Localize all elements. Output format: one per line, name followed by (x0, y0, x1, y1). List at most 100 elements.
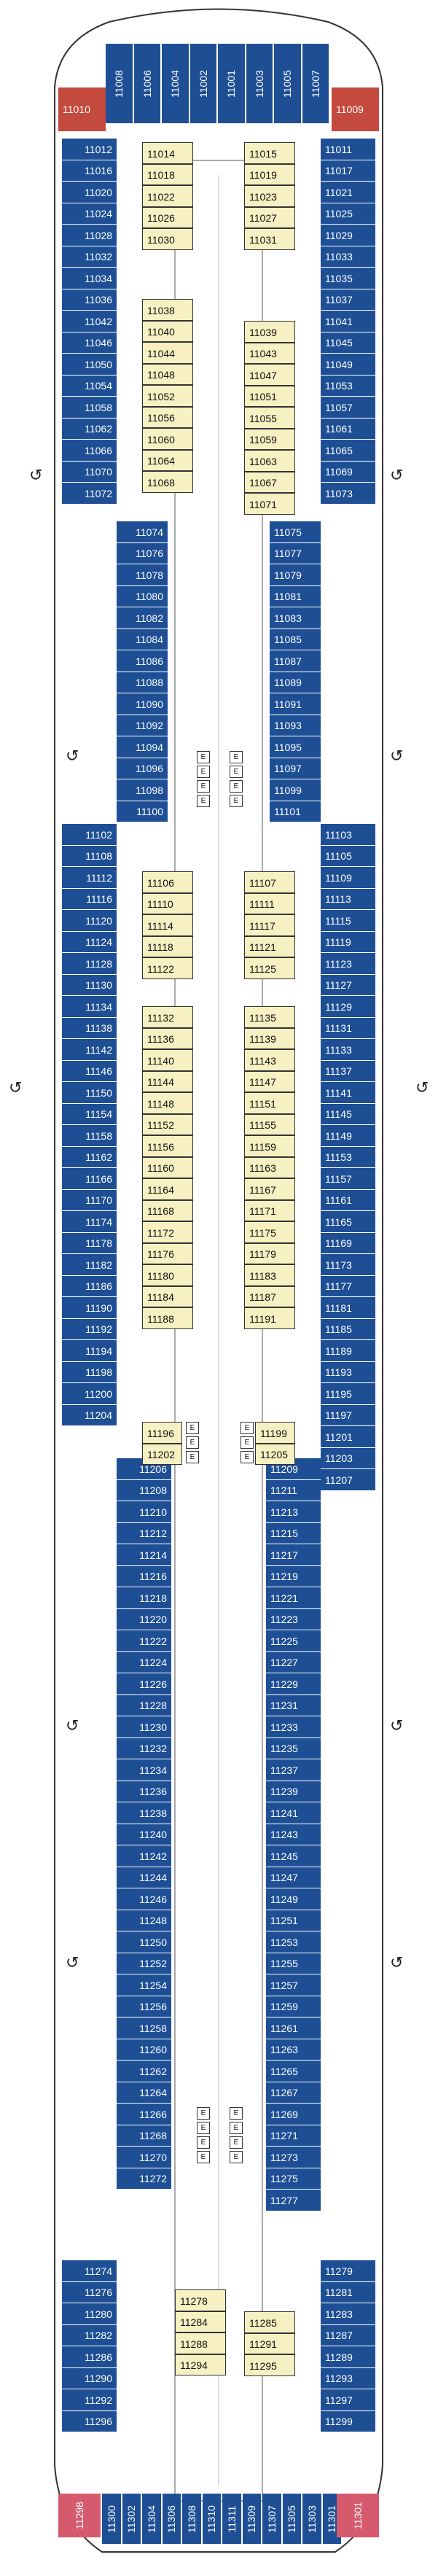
cabin-11154[interactable]: 11154 (62, 1103, 117, 1125)
cabin-11053[interactable]: 11053 (321, 375, 375, 397)
cabin-11232[interactable]: 11232 (117, 1738, 171, 1759)
cabin-11045[interactable]: 11045 (321, 332, 375, 354)
cabin-11253[interactable]: 11253 (266, 1931, 321, 1953)
cabin-11236[interactable]: 11236 (117, 1781, 171, 1802)
cabin-11242[interactable]: 11242 (117, 1845, 171, 1867)
cabin-11261[interactable]: 11261 (266, 2017, 321, 2039)
cabin-11059[interactable]: 11059 (244, 428, 295, 450)
cabin-11061[interactable]: 11061 (321, 418, 375, 440)
cabin-11185[interactable]: 11185 (321, 1318, 375, 1340)
cabin-11086[interactable]: 11086 (117, 650, 168, 672)
cabin-11014[interactable]: 11014 (142, 142, 193, 164)
cabin-11046[interactable]: 11046 (62, 332, 117, 354)
cabin-11050[interactable]: 11050 (62, 354, 117, 375)
cabin-11256[interactable]: 11256 (117, 1996, 171, 2017)
cabin-11092[interactable]: 11092 (117, 715, 168, 736)
cabin-11123[interactable]: 11123 (321, 953, 375, 975)
cabin-11271[interactable]: 11271 (266, 2125, 321, 2147)
cabin-11188[interactable]: 11188 (142, 1307, 193, 1329)
cabin-11291[interactable]: 11291 (244, 2332, 295, 2354)
cabin-11112[interactable]: 11112 (62, 867, 117, 889)
cabin-11205[interactable]: 11205 (255, 1443, 295, 1465)
cabin-11122[interactable]: 11122 (142, 957, 193, 979)
cabin-11200[interactable]: 11200 (62, 1383, 117, 1405)
cabin-11168[interactable]: 11168 (142, 1199, 193, 1221)
cabin-11251[interactable]: 11251 (266, 1910, 321, 1931)
cabin-11275[interactable]: 11275 (266, 2168, 321, 2190)
cabin-11266[interactable]: 11266 (117, 2104, 171, 2125)
cabin-11227[interactable]: 11227 (266, 1651, 321, 1673)
cabin-11084[interactable]: 11084 (117, 629, 168, 650)
cabin-11067[interactable]: 11067 (244, 471, 295, 493)
cabin-11039[interactable]: 11039 (244, 321, 295, 343)
cabin-11180[interactable]: 11180 (142, 1264, 193, 1286)
cabin-11195[interactable]: 11195 (321, 1383, 375, 1405)
cabin-11041[interactable]: 11041 (321, 311, 375, 332)
cabin-11120[interactable]: 11120 (62, 910, 117, 932)
cabin-11095[interactable]: 11095 (270, 736, 321, 758)
cabin-11136[interactable]: 11136 (142, 1027, 193, 1049)
cabin-11176[interactable]: 11176 (142, 1242, 193, 1264)
cabin-11308[interactable]: 11308 (182, 2494, 201, 2545)
cabin-11278[interactable]: 11278 (175, 2289, 226, 2311)
cabin-11019[interactable]: 11019 (244, 163, 295, 185)
cabin-11032[interactable]: 11032 (62, 246, 117, 268)
cabin-11119[interactable]: 11119 (321, 931, 375, 953)
cabin-11244[interactable]: 11244 (117, 1867, 171, 1888)
cabin-11118[interactable]: 11118 (142, 935, 193, 957)
cabin-11229[interactable]: 11229 (266, 1673, 321, 1695)
cabin-11071[interactable]: 11071 (244, 493, 295, 515)
cabin-11162[interactable]: 11162 (62, 1146, 117, 1168)
cabin-11107[interactable]: 11107 (244, 871, 295, 893)
cabin-11259[interactable]: 11259 (266, 1996, 321, 2017)
cabin-11055[interactable]: 11055 (244, 407, 295, 429)
cabin-11301[interactable]: 11301 (337, 2494, 379, 2537)
cabin-11164[interactable]: 11164 (142, 1178, 193, 1200)
cabin-11187[interactable]: 11187 (244, 1285, 295, 1307)
cabin-11077[interactable]: 11077 (270, 542, 321, 564)
cabin-11268[interactable]: 11268 (117, 2125, 171, 2147)
cabin-11207[interactable]: 11207 (321, 1469, 375, 1491)
cabin-11203[interactable]: 11203 (321, 1447, 375, 1469)
cabin-11149[interactable]: 11149 (321, 1125, 375, 1147)
cabin-11281[interactable]: 11281 (321, 2281, 375, 2303)
cabin-11065[interactable]: 11065 (321, 440, 375, 462)
cabin-11288[interactable]: 11288 (175, 2332, 226, 2354)
cabin-11243[interactable]: 11243 (266, 1824, 321, 1845)
cabin-11082[interactable]: 11082 (117, 607, 168, 629)
cabin-11238[interactable]: 11238 (117, 1802, 171, 1824)
cabin-11285[interactable]: 11285 (244, 2311, 295, 2333)
cabin-11133[interactable]: 11133 (321, 1039, 375, 1061)
cabin-11215[interactable]: 11215 (266, 1522, 321, 1544)
cabin-11100[interactable]: 11100 (117, 801, 168, 822)
cabin-11311[interactable]: 11311 (222, 2494, 241, 2545)
cabin-11142[interactable]: 11142 (62, 1039, 117, 1061)
cabin-11101[interactable]: 11101 (270, 801, 321, 822)
cabin-11141[interactable]: 11141 (321, 1082, 375, 1104)
cabin-11062[interactable]: 11062 (62, 418, 117, 440)
cabin-11264[interactable]: 11264 (117, 2082, 171, 2104)
cabin-11043[interactable]: 11043 (244, 342, 295, 364)
cabin-11189[interactable]: 11189 (321, 1340, 375, 1362)
cabin-11075[interactable]: 11075 (270, 521, 321, 543)
cabin-11282[interactable]: 11282 (62, 2324, 117, 2346)
cabin-11060[interactable]: 11060 (142, 428, 193, 450)
cabin-11069[interactable]: 11069 (321, 461, 375, 483)
cabin-11146[interactable]: 11146 (62, 1060, 117, 1082)
cabin-11011[interactable]: 11011 (321, 139, 375, 160)
cabin-11166[interactable]: 11166 (62, 1168, 117, 1190)
cabin-11198[interactable]: 11198 (62, 1361, 117, 1383)
cabin-11029[interactable]: 11029 (321, 225, 375, 246)
cabin-11159[interactable]: 11159 (244, 1135, 295, 1157)
cabin-11161[interactable]: 11161 (321, 1189, 375, 1211)
cabin-11109[interactable]: 11109 (321, 867, 375, 889)
cabin-11173[interactable]: 11173 (321, 1254, 375, 1276)
cabin-11080[interactable]: 11080 (117, 585, 168, 607)
cabin-11214[interactable]: 11214 (117, 1544, 171, 1566)
cabin-11260[interactable]: 11260 (117, 2039, 171, 2061)
cabin-11023[interactable]: 11023 (244, 185, 295, 207)
cabin-11037[interactable]: 11037 (321, 289, 375, 311)
cabin-11108[interactable]: 11108 (62, 845, 117, 867)
cabin-11287[interactable]: 11287 (321, 2324, 375, 2346)
cabin-11216[interactable]: 11216 (117, 1565, 171, 1587)
